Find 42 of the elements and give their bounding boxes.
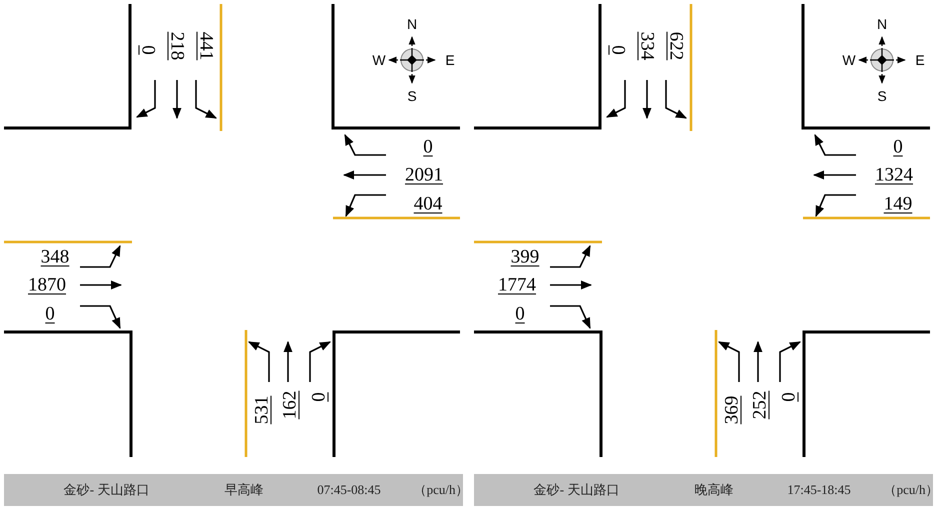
compass-direction-label: W [372,53,386,67]
traffic-volume: 0 [138,45,158,55]
traffic-volume: 1774 [498,276,536,294]
info-text: （pcu/h） [419,481,463,499]
traffic-volume: 531 [252,396,272,424]
traffic-volume: 149 [884,194,912,214]
compass-direction-label: W [842,53,856,67]
compass-direction-label: S [877,89,887,103]
info-text: 晚高峰 [694,481,734,499]
traffic-volume: 1324 [875,166,913,184]
traffic-volume: 441 [196,32,216,60]
traffic-volume: 622 [666,32,686,60]
traffic-volume: 2091 [405,166,443,184]
traffic-volume: 0 [423,138,433,156]
info-text: （pcu/h） [889,481,933,499]
traffic-volume: 0 [310,392,328,402]
traffic-volume: 0 [893,138,903,156]
traffic-volume: 404 [414,194,442,214]
traffic-volume: 218 [168,32,186,60]
traffic-volume: 334 [638,32,656,60]
traffic-volume: 399 [510,248,540,266]
traffic-volume: 1870 [28,276,66,294]
info-band [4,474,463,506]
traffic-volume: 348 [40,248,70,266]
traffic-volume: 0 [45,304,55,324]
info-text: 金砂- 天山路口 [62,481,150,499]
traffic-volume: 0 [515,304,525,324]
traffic-volume: 0 [780,392,798,402]
compass-direction-label: S [407,89,417,103]
compass-direction-label: N [876,17,888,31]
traffic-volume: 0 [608,45,628,55]
info-text: 17:45-18:45 [786,481,852,499]
traffic-volume: 252 [750,390,770,420]
compass-direction-label: E [445,53,455,67]
traffic-volume: 369 [722,396,742,424]
compass-direction-label: E [915,53,925,67]
info-text: 07:45-08:45 [316,481,382,499]
info-text: 早高峰 [224,481,264,499]
info-text: 金砂- 天山路口 [532,481,620,499]
traffic-volume: 162 [280,390,300,420]
info-band [474,474,933,506]
compass-direction-label: N [406,17,418,31]
